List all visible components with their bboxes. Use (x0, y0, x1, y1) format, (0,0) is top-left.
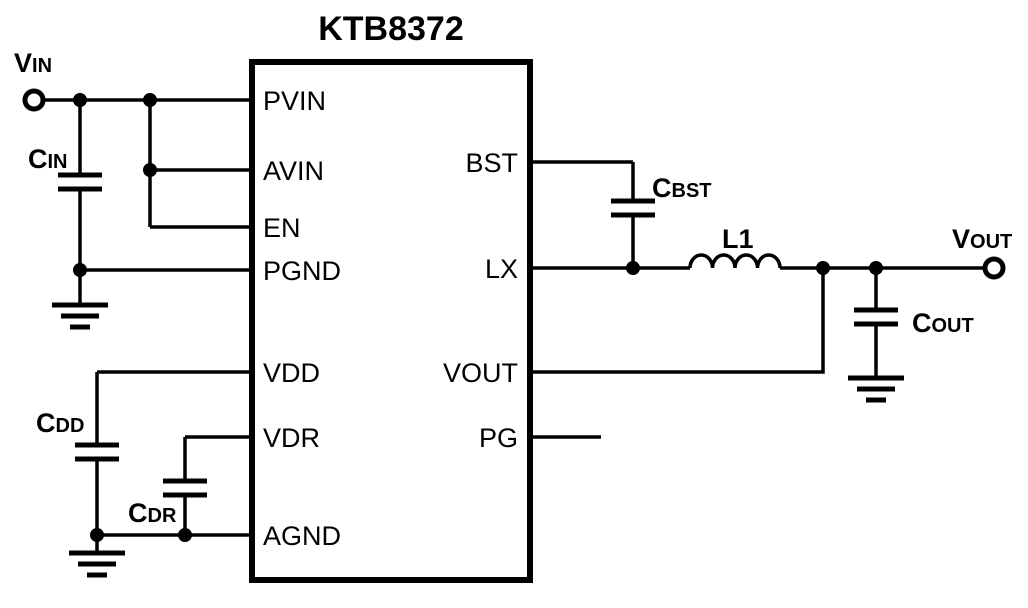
pin-label-vdr: VDR (263, 423, 320, 453)
ground-symbol-agnd (69, 550, 125, 578)
capacitor-cout (854, 307, 898, 327)
terminal-vin (22, 88, 46, 112)
pin-label-agnd: AGND (263, 521, 341, 551)
label-cdr: CDR (128, 498, 177, 528)
pin-label-pgnd: PGND (263, 256, 341, 286)
pin-label-pvin: PVIN (263, 86, 326, 116)
pin-label-bst: BST (465, 148, 518, 178)
ground-symbol-cin (52, 302, 108, 330)
terminal-vout (982, 256, 1006, 280)
label-cdd: CDD (36, 408, 84, 438)
wire-vdr-cdr-branch (183, 435, 252, 535)
junction-dot (73, 263, 87, 277)
wire-bst-cbst-branch (532, 160, 635, 268)
inductor-l1 (688, 253, 782, 269)
junction-dot (143, 163, 157, 177)
capacitor-cdd (75, 442, 119, 462)
capacitor-cbst (611, 198, 655, 218)
capacitor-cdr (163, 478, 207, 498)
label-cbst: CBST (652, 173, 712, 203)
pin-label-avin: AVIN (263, 156, 324, 186)
ic-title: KTB8372 (318, 10, 464, 48)
pin-label-lx: LX (485, 254, 518, 284)
junction-dot (869, 261, 883, 275)
ground-symbol-cout (848, 375, 904, 403)
junction-dot (816, 261, 830, 275)
label-vin: VIN (14, 48, 52, 78)
label-l1: L1 (722, 224, 754, 254)
pin-label-en: EN (263, 213, 301, 243)
pin-label-vdd: VDD (263, 358, 320, 388)
junction-dot (73, 93, 87, 107)
wire-avin-en-branch (148, 100, 252, 229)
pin-label-vout: VOUT (443, 358, 518, 388)
pin-label-pg: PG (479, 423, 518, 453)
junction-dot (90, 528, 104, 542)
label-vout: VOUT (952, 224, 1012, 254)
label-cin: CIN (28, 144, 68, 174)
wire-vout-feedback (532, 268, 825, 374)
junction-dot (143, 93, 157, 107)
junction-dot (626, 261, 640, 275)
label-cout: COUT (912, 308, 974, 338)
junction-dot (178, 528, 192, 542)
capacitor-cin (58, 172, 102, 192)
ic-outline (249, 59, 533, 583)
